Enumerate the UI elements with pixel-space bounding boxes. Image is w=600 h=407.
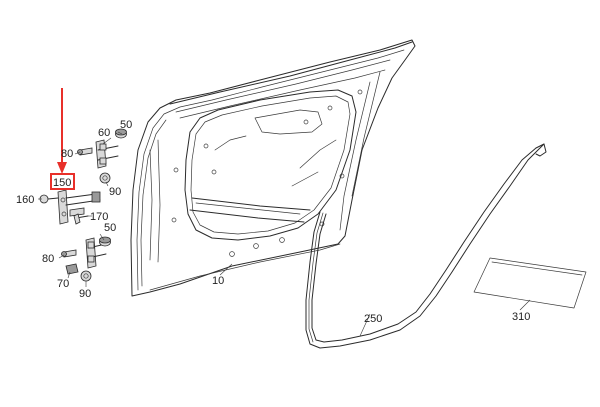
callout-160: 160	[16, 194, 34, 206]
upper-hinge	[95, 139, 119, 169]
bushing-50-lower	[99, 236, 111, 247]
callout-80-upper: 80	[61, 148, 73, 160]
callout-70: 70	[57, 278, 69, 290]
nut-90-upper	[99, 172, 111, 184]
door-shell	[130, 39, 416, 297]
callout-50-lower: 50	[104, 222, 116, 234]
callout-310: 310	[512, 311, 530, 323]
callout-250: 250	[364, 313, 382, 325]
bolt-160	[39, 194, 59, 204]
callout-150[interactable]: 150	[53, 177, 71, 189]
lower-hinge	[85, 237, 107, 269]
callout-50-upper: 50	[120, 119, 132, 131]
insulation-panel-310	[473, 257, 587, 309]
nut-90-lower	[80, 270, 92, 282]
callout-90-lower: 90	[79, 288, 91, 300]
bolt-80-upper	[77, 147, 93, 156]
callout-10: 10	[212, 275, 224, 287]
callout-90-upper: 90	[109, 186, 121, 198]
highlight-arrow	[57, 88, 67, 174]
door-check-strap	[57, 189, 101, 225]
screw-170	[73, 213, 89, 225]
callout-60: 60	[98, 127, 110, 139]
bolt-80-lower	[61, 249, 77, 258]
callout-80-lower: 80	[42, 253, 54, 265]
door-seal-250	[305, 143, 547, 349]
callout-170: 170	[90, 211, 108, 223]
leader-lines	[38, 131, 531, 337]
highlight-box-150	[50, 173, 75, 190]
washer-70	[65, 263, 79, 275]
